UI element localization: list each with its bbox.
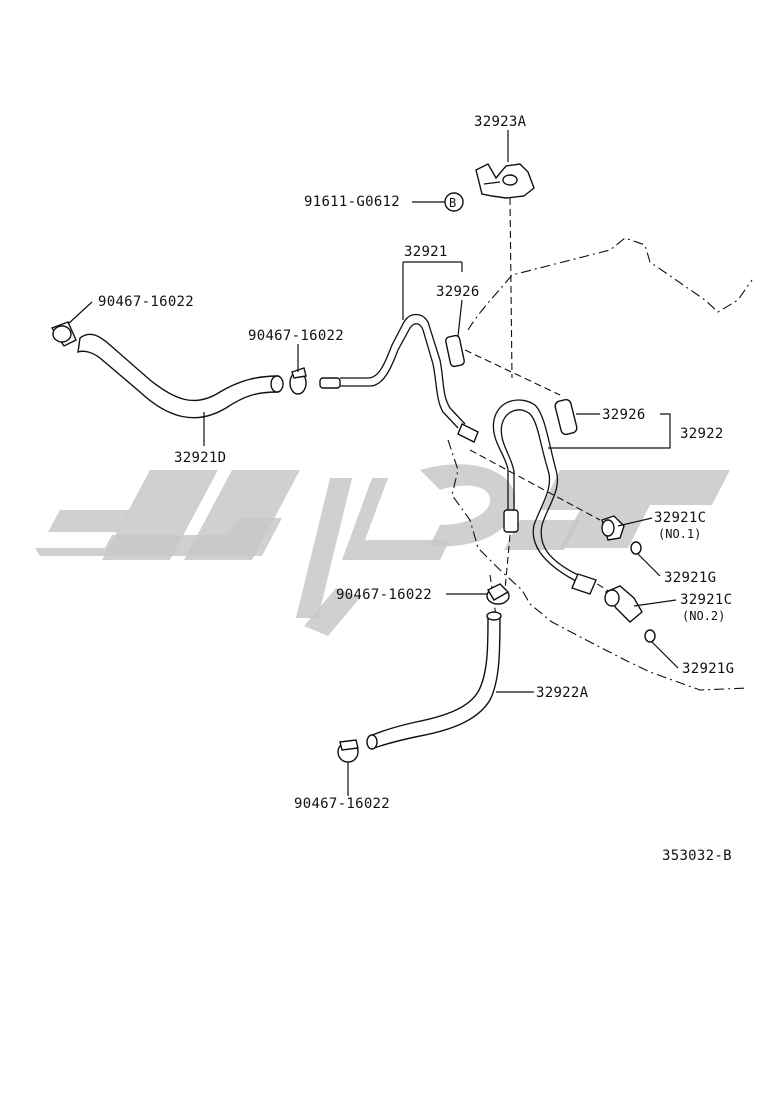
bracket-clamp-32923a[interactable]: [475, 163, 535, 199]
hose-32922a[interactable]: [366, 611, 502, 750]
label-32922a: 32922A: [536, 685, 589, 701]
engine-outline: [447, 237, 753, 691]
bolt-marker[interactable]: B: [444, 192, 464, 212]
cushion-32926-upper[interactable]: [445, 334, 465, 368]
label-no1: (NO.1): [658, 527, 701, 541]
gasket-32921g-upper[interactable]: [630, 541, 642, 555]
label-32926-lower: 32926: [602, 407, 646, 423]
label-clamp-top-left: 90467-16022: [98, 294, 194, 310]
bolt-marker-letter: B: [449, 196, 456, 210]
label-bolt: 91611-G0612: [304, 194, 400, 210]
label-32921c-no2: 32921C: [680, 592, 732, 608]
label-32926-upper: 32926: [436, 284, 480, 300]
label-32921c-no1: 32921C: [654, 510, 706, 526]
label-clamp-mid-left: 90467-16022: [248, 328, 344, 344]
fuel-tube-32921[interactable]: [319, 313, 479, 443]
part-labels: 32923A 91611-G0612 32921 90467-16022 329…: [98, 114, 734, 864]
leader-lines: [67, 130, 679, 796]
label-32921g-upper: 32921G: [664, 570, 716, 586]
label-32921g-lower: 32921G: [682, 661, 734, 677]
union-32921c-no2[interactable]: [604, 585, 643, 623]
label-clamp-lower: 90467-16022: [336, 587, 432, 603]
label-32922: 32922: [680, 426, 724, 442]
hose-32921d[interactable]: [77, 333, 284, 419]
label-32921: 32921: [404, 244, 448, 260]
union-32921c-no1[interactable]: [601, 515, 625, 541]
watermark-logo: [35, 464, 730, 636]
gasket-32921g-lower[interactable]: [644, 629, 656, 643]
hose-clamp-top-left[interactable]: [50, 321, 77, 347]
label-clamp-bottom: 90467-16022: [294, 796, 390, 812]
hose-clamp-bottom[interactable]: [337, 739, 359, 763]
hose-clamp-mid-left[interactable]: [289, 367, 307, 395]
diagram-code: 353032-B: [662, 848, 732, 864]
tube-assembly-32922[interactable]: [492, 399, 597, 595]
label-no2: (NO.2): [682, 609, 725, 623]
label-32923a: 32923A: [474, 114, 527, 130]
label-32921d: 32921D: [174, 450, 226, 466]
hose-clamp-lower[interactable]: [486, 583, 510, 605]
cushion-32926-lower[interactable]: [554, 398, 578, 436]
